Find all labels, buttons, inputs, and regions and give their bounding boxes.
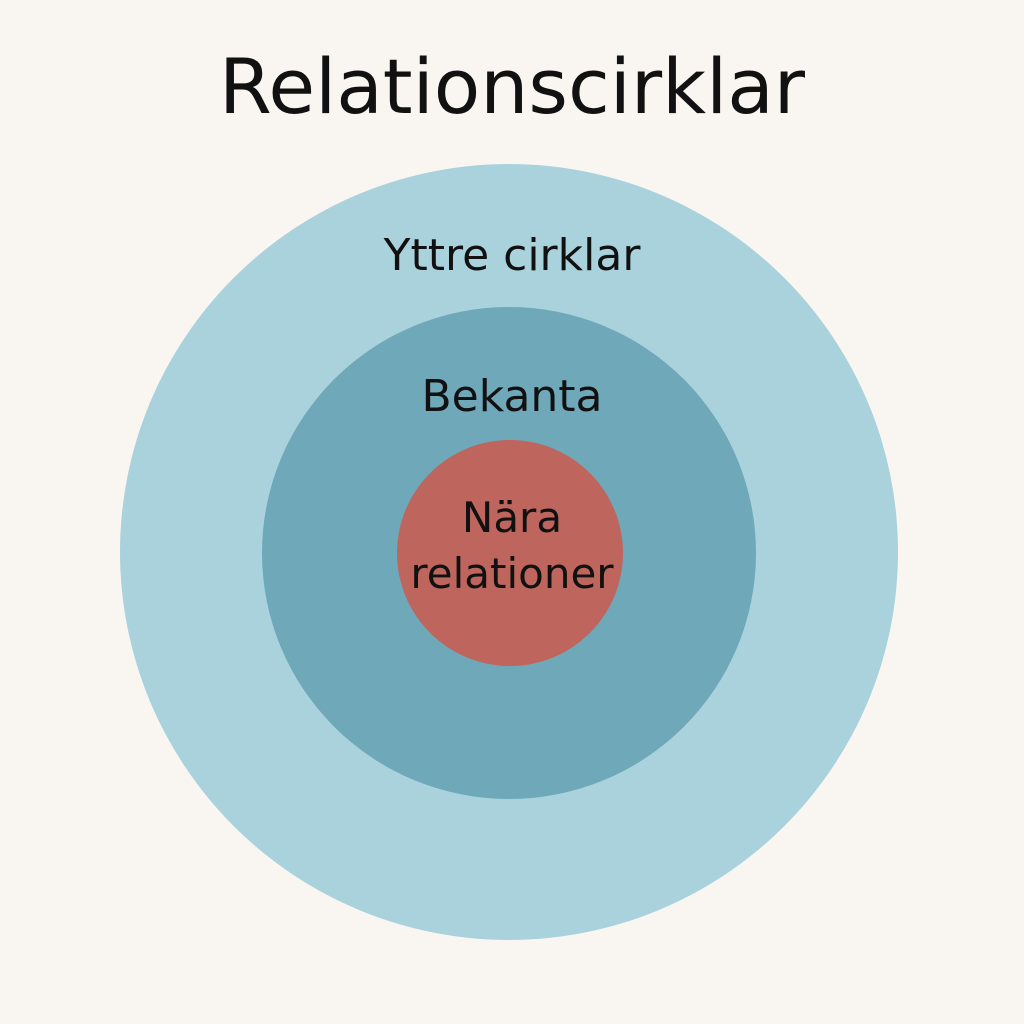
inner-circle: [397, 440, 623, 666]
inner-circle-label: Nära relationer: [0, 490, 1024, 602]
inner-label-line-1: Nära: [461, 493, 563, 542]
diagram-title: Relationscirklar: [218, 42, 806, 131]
outer-circle-label: Yttre cirklar: [383, 230, 641, 281]
inner-label-line-2: relationer: [410, 549, 614, 598]
middle-circle-label: Bekanta: [421, 371, 603, 422]
